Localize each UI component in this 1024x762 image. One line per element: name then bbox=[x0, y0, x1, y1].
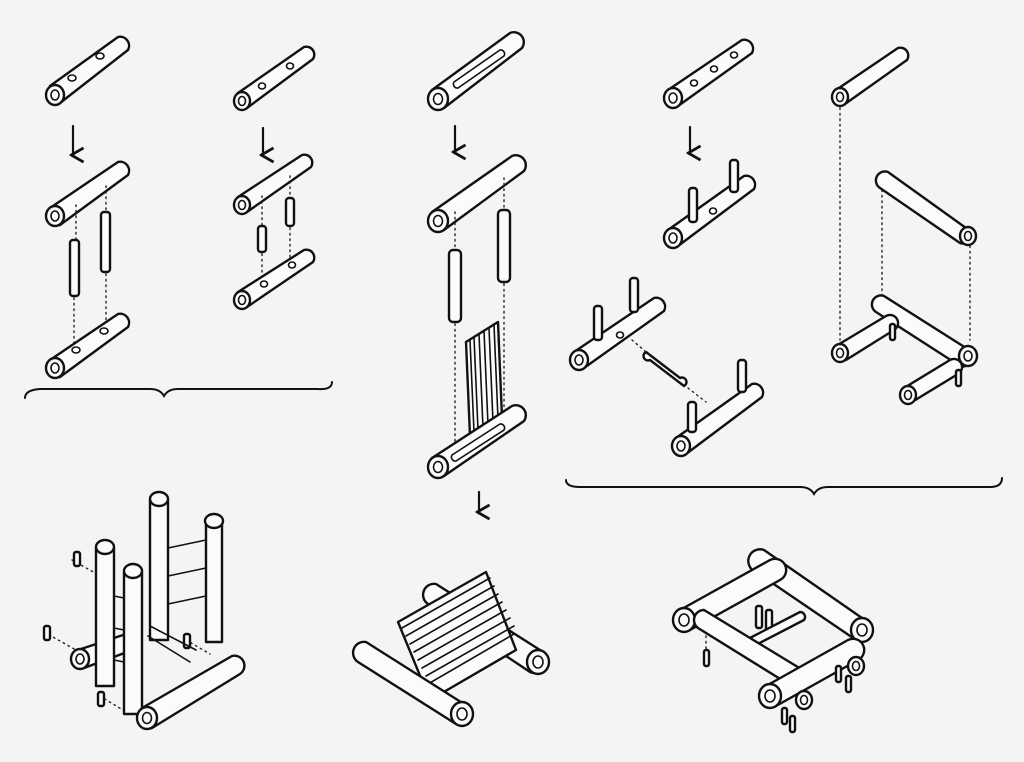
cross-frame-pole-left bbox=[568, 276, 667, 372]
cross-frame-pole-right bbox=[670, 358, 765, 458]
frame-a-peg-right bbox=[99, 210, 112, 274]
frame-a-group bbox=[44, 35, 131, 380]
frame-b-peg-right bbox=[284, 196, 296, 228]
frame-a-pole-bottom bbox=[44, 312, 131, 380]
base-frame-assembly bbox=[671, 548, 875, 734]
cross-frame-stretcher bbox=[642, 350, 688, 388]
stool-legs-assembly bbox=[42, 490, 246, 731]
cross-frame-pole-top bbox=[662, 38, 755, 110]
frame-a-pole-top bbox=[44, 35, 131, 107]
frame-b-peg-left bbox=[256, 224, 268, 254]
stretcher-frame-group bbox=[830, 46, 979, 406]
left-brace bbox=[24, 381, 333, 399]
frame-b-group bbox=[232, 45, 316, 311]
frame-b-pole-bottom bbox=[232, 248, 316, 311]
frame-a-peg-left bbox=[68, 238, 81, 298]
stretcher-frame-pole-upper bbox=[874, 170, 978, 247]
stretcher-frame-base bbox=[830, 294, 979, 406]
frame-b-pole-mid bbox=[232, 153, 314, 216]
seat-frame-group bbox=[426, 31, 527, 512]
seat-frame-pole-mid bbox=[426, 154, 527, 234]
cross-frame-pole-pegged bbox=[662, 158, 757, 250]
woven-seat-assembly bbox=[351, 570, 551, 728]
seat-frame-pole-top bbox=[426, 31, 525, 112]
frame-a-pole-mid bbox=[44, 160, 131, 228]
seat-frame-rail-right bbox=[496, 208, 512, 284]
seat-frame-rail-left bbox=[447, 248, 463, 324]
seat-frame-pole-bottom bbox=[426, 404, 527, 480]
stretcher-frame-pole-top bbox=[830, 46, 910, 108]
cross-frame-group bbox=[568, 38, 765, 458]
frame-b-pole-top bbox=[232, 45, 316, 112]
right-brace bbox=[565, 477, 1003, 497]
